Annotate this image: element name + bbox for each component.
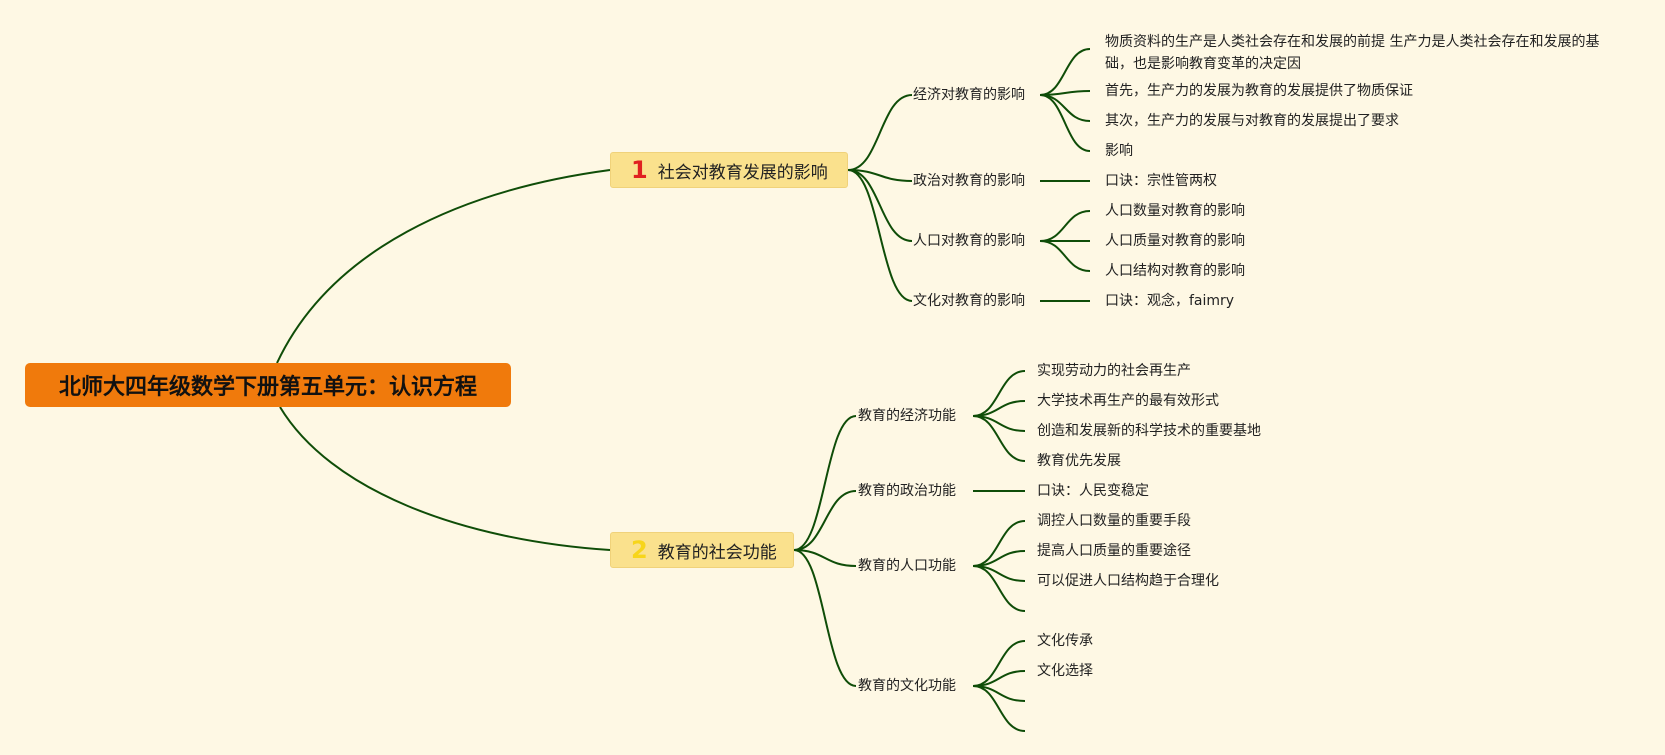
leaf-item[interactable]: 大学技术再生产的最有效形式 [1037, 393, 1219, 409]
leaf-item[interactable]: 教育优先发展 [1037, 453, 1121, 469]
branch1-sub-link-3 [847, 169, 913, 302]
subtopic-culture-influence[interactable]: 文化对教育的影响 [913, 293, 1025, 309]
leaf-item[interactable]: 口诀：观念，faimry [1105, 293, 1235, 309]
branch2-leaf-link-2-3 [972, 565, 1026, 612]
root-topic-label: 北师大四年级数学下册第五单元：认识方程 [58, 375, 477, 400]
branch2-sub-link-3 [793, 549, 857, 687]
subtopic-population-influence[interactable]: 人口对教育的影响 [913, 233, 1025, 249]
branch1-sub-link-0 [847, 94, 913, 171]
branch1-leaf-link-0-2 [1039, 94, 1091, 122]
leaf-item[interactable]: 实现劳动力的社会再生产 [1037, 363, 1191, 379]
leaf-item[interactable]: 首先，生产力的发展为教育的发展提供了物质保证 [1105, 83, 1413, 99]
root-topic[interactable]: 北师大四年级数学下册第五单元：认识方程 [25, 363, 511, 407]
subtopic-population-function[interactable]: 教育的人口功能 [858, 558, 956, 574]
leaf-item[interactable]: 提高人口质量的重要途径 [1037, 543, 1191, 559]
subtopic-political-function[interactable]: 教育的政治功能 [858, 483, 956, 499]
branch1-leaf-link-2-0 [1039, 210, 1091, 242]
branch2-sub-link-2 [793, 549, 857, 567]
branch1-sub-link-1 [847, 169, 913, 182]
main-topic-label: 社会对教育发展的影响 [657, 162, 828, 183]
subtopic-economy-influence[interactable]: 经济对教育的影响 [913, 87, 1025, 103]
main-topic-social-influence[interactable]: 1 社会对教育发展的影响 [610, 152, 848, 188]
leaf-item[interactable]: 创造和发展新的科学技术的重要基地 [1037, 423, 1261, 439]
leaf-item[interactable]: 其次，生产力的发展与对教育的发展提出了要求 [1105, 113, 1399, 129]
subtopic-politics-influence[interactable]: 政治对教育的影响 [913, 173, 1025, 189]
main-topic-label: 教育的社会功能 [657, 542, 777, 563]
branch1-leaf-link-0-3 [1039, 94, 1091, 152]
branch1-leaf-link-0-0 [1039, 48, 1091, 96]
branch2-sub-link-1 [793, 490, 857, 551]
branch1-leaf-link-2-2 [1039, 240, 1091, 272]
leaf-item[interactable]: 文化选择 [1037, 663, 1093, 679]
leaf-item[interactable]: 口诀：人民变稳定 [1037, 483, 1149, 499]
leaf-item[interactable]: 可以促进人口结构趋于合理化 [1037, 573, 1219, 589]
root-link-2 [279, 406, 611, 551]
main-topic-education-functions[interactable]: 2 教育的社会功能 [610, 532, 794, 568]
leaf-item[interactable]: 物质资料的生产是人类社会存在和发展的前提 生产力是人类社会存在和发展的基础，也是… [1105, 34, 1600, 72]
leaf-item[interactable]: 调控人口数量的重要手段 [1037, 513, 1191, 529]
leaf-item[interactable]: 人口结构对教育的影响 [1105, 263, 1245, 279]
subtopic-cultural-function[interactable]: 教育的文化功能 [858, 678, 956, 694]
leaf-item[interactable]: 文化传承 [1037, 633, 1093, 649]
leaf-item[interactable]: 影响 [1105, 143, 1133, 159]
number-two-icon: 2 [631, 536, 648, 564]
branch2-leaf-link-3-3 [972, 685, 1026, 732]
leaf-item[interactable]: 人口质量对教育的影响 [1105, 233, 1245, 249]
branch1-sub-link-2 [847, 169, 913, 242]
leaf-item[interactable]: 口诀：宗性管两权 [1105, 173, 1217, 189]
number-one-icon: 1 [631, 156, 648, 184]
root-link-1 [276, 169, 611, 364]
branch2-sub-link-0 [793, 415, 857, 551]
branch2-leaf-link-0-3 [972, 415, 1026, 462]
leaf-item[interactable]: 人口数量对教育的影响 [1105, 203, 1245, 219]
subtopic-economic-function[interactable]: 教育的经济功能 [858, 408, 956, 424]
